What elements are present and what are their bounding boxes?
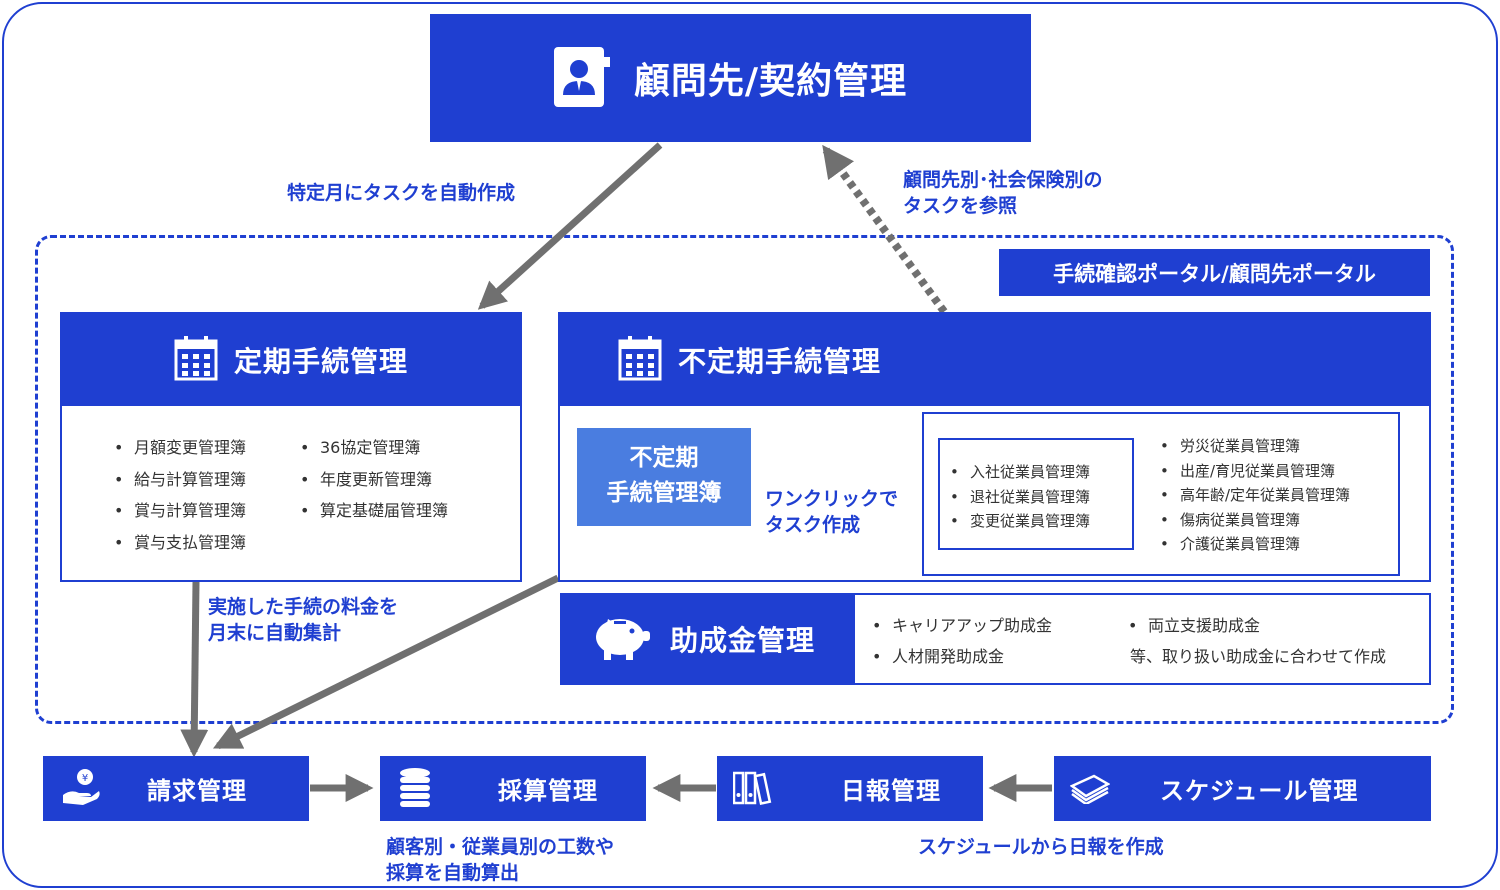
portal-frame (35, 235, 1454, 724)
billing-box[interactable]: ¥ 請求管理 (43, 756, 309, 821)
profit-title: 採算管理 (498, 777, 598, 805)
regular-procedures-panel: 定期手続管理 月額変更管理簿 給与計算管理簿 賞与計算管理簿 賞与支払管理簿 3… (60, 312, 522, 582)
list-item: 傷病従業員管理簿 (1156, 508, 1350, 533)
client-contract-box[interactable]: 顧問先/契約管理 (430, 14, 1031, 142)
subsidy-panel: 助成金管理 キャリアアップ助成金 人材開発助成金 両立支援助成金 等、取り扱い助… (560, 593, 1431, 685)
fee-label: 実施した手続の料金を 月末に自動集計 (208, 596, 399, 644)
irregular-procedures-title: 不定期手続管理 (678, 345, 882, 378)
subsidy-note: 等、取り扱い助成金に合わせて作成 (1130, 647, 1387, 666)
list-item: キャリアアップ助成金 (868, 610, 1052, 641)
list-item: 36協定管理簿 (296, 432, 448, 464)
list-item: 賞与支払管理簿 (110, 527, 246, 559)
regular-list-col1: 月額変更管理簿 給与計算管理簿 賞与計算管理簿 賞与支払管理簿 (110, 432, 246, 558)
billing-title: 請求管理 (147, 777, 247, 805)
list-item: 労災従業員管理簿 (1156, 434, 1350, 459)
list-item: 高年齢/定年従業員管理簿 (1156, 483, 1350, 508)
profit-note: 顧客別・従業員別の工数や 採算を自動算出 (386, 836, 615, 884)
subsidy-list-right: 両立支援助成金 (1124, 610, 1260, 641)
profit-box[interactable]: 採算管理 (380, 756, 646, 821)
calendar-icon (174, 335, 218, 385)
piggy-bank-icon (588, 613, 652, 665)
subsidy-title: 助成金管理 (670, 624, 816, 657)
daily-report-title: 日報管理 (841, 777, 941, 805)
one-click-label: ワンクリックで タスク作成 (765, 488, 899, 536)
schedule-title: スケジュール管理 (1160, 777, 1359, 805)
employee-ledger-group: 入社従業員管理簿 退社従業員管理簿 変更従業員管理簿 労災従業員管理簿 出産/育… (922, 412, 1400, 576)
client-contract-title: 顧問先/契約管理 (633, 61, 908, 102)
list-item: 変更従業員管理簿 (946, 509, 1090, 534)
svg-text:¥: ¥ (82, 773, 88, 784)
regular-list-col2: 36協定管理簿 年度更新管理簿 算定基礎届管理簿 (296, 432, 448, 527)
basic-ledger-list: 入社従業員管理簿 退社従業員管理簿 変更従業員管理簿 (946, 460, 1090, 534)
calendar-stack-icon (1069, 770, 1122, 808)
list-item: 年度更新管理簿 (296, 464, 448, 496)
schedule-note: スケジュールから日報を作成 (918, 836, 1164, 858)
list-item: 月額変更管理簿 (110, 432, 246, 464)
schedule-box[interactable]: スケジュール管理 (1054, 756, 1431, 821)
regular-procedures-title: 定期手続管理 (233, 345, 408, 378)
daily-report-box[interactable]: 日報管理 (717, 756, 983, 821)
irregular-procedures-header[interactable]: 不定期手続管理 (560, 314, 1429, 406)
list-item: 両立支援助成金 (1124, 610, 1260, 641)
list-item: 退社従業員管理簿 (946, 485, 1090, 510)
subsidy-list-left: キャリアアップ助成金 人材開発助成金 (868, 610, 1052, 672)
hand-coin-icon: ¥ (61, 767, 113, 811)
list-item: 賞与計算管理簿 (110, 495, 246, 527)
list-item: 出産/育児従業員管理簿 (1156, 459, 1350, 484)
reference-label: 顧問先別･社会保険別の タスクを参照 (903, 169, 1103, 217)
irregular-ledger-box[interactable]: 不定期 手続管理簿 (577, 428, 751, 526)
coin-stack-icon (398, 767, 450, 811)
list-item: 人材開発助成金 (868, 641, 1052, 672)
list-item: 算定基礎届管理簿 (296, 495, 448, 527)
list-item: 入社従業員管理簿 (946, 460, 1090, 485)
subsidy-header[interactable]: 助成金管理 (560, 593, 855, 685)
binders-icon (732, 769, 785, 809)
employee-ledger-basic: 入社従業員管理簿 退社従業員管理簿 変更従業員管理簿 (938, 438, 1134, 550)
other-ledger-list: 労災従業員管理簿 出産/育児従業員管理簿 高年齢/定年従業員管理簿 傷病従業員管… (1156, 434, 1350, 557)
portal-tag[interactable]: 手続確認ポータル/顧問先ポータル (999, 249, 1430, 296)
list-item: 給与計算管理簿 (110, 464, 246, 496)
auto-task-label: 特定月にタスクを自動作成 (287, 182, 516, 204)
calendar-icon (618, 335, 662, 385)
irregular-procedures-panel: 不定期手続管理 不定期 手続管理簿 ワンクリックで タスク作成 入社従業員管理簿… (558, 312, 1431, 582)
person-card-icon (553, 43, 612, 113)
list-item: 介護従業員管理簿 (1156, 532, 1350, 557)
regular-procedures-header[interactable]: 定期手続管理 (62, 314, 520, 406)
